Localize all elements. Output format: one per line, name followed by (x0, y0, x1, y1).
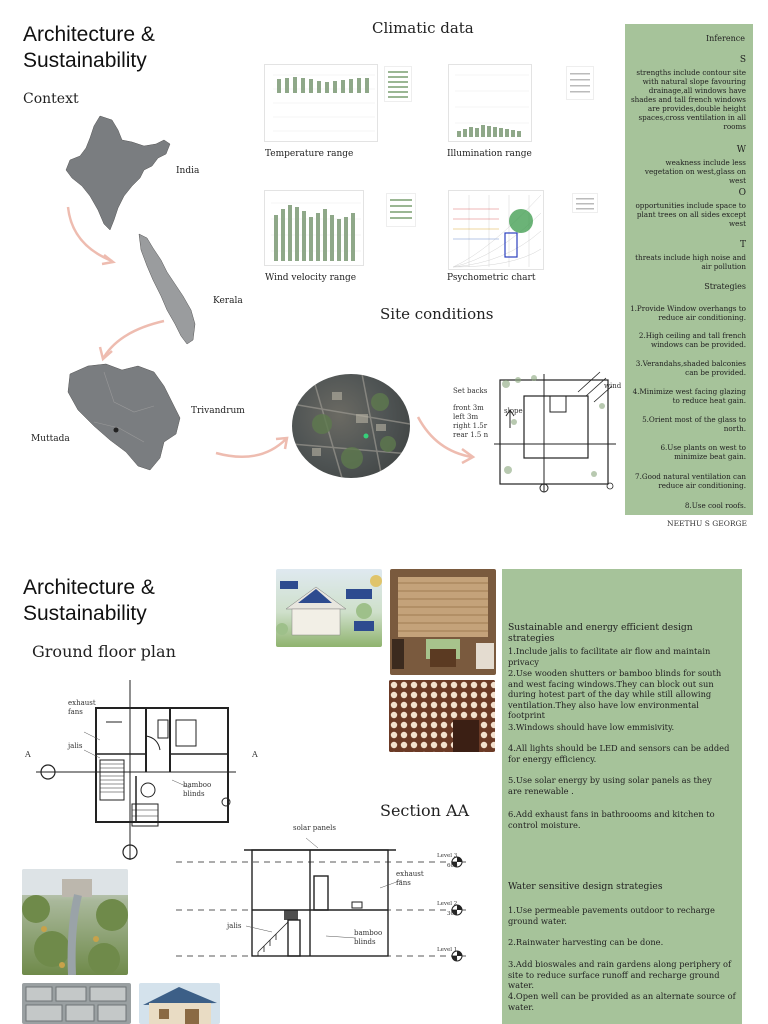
jali-screen-image (389, 680, 495, 752)
ground-floor-plan (36, 680, 236, 860)
water-item-3: 3.Add bioswales and rain gardens along p… (508, 959, 732, 990)
psychrometric-chart (448, 190, 544, 270)
swot-o-letter: O (738, 188, 746, 198)
plan-section-a-right: A (252, 750, 258, 759)
title-line-1: Architecture & (23, 576, 155, 599)
map-label-india: India (176, 166, 200, 176)
sheet1-title: Architecture & Sustainability (23, 22, 155, 74)
plan-label-bamboo: bamboo blinds (183, 781, 212, 798)
psychrometric-caption: Psychometric chart (447, 273, 536, 283)
setbacks-heading: Set backs (453, 387, 488, 395)
illumination-caption: Illumination range (447, 149, 532, 159)
swot-t-letter: T (739, 240, 746, 250)
site-heading: Site conditions (380, 305, 494, 323)
energy-item-4: 4.All lights should be LED and sensors c… (508, 743, 730, 764)
wind-caption: Wind velocity range (265, 273, 357, 283)
climatic-heading: Climatic data (372, 19, 474, 37)
title-line-1: Architecture & (23, 23, 155, 46)
map-label-muttada: Muttada (31, 434, 70, 444)
setback-left: left 3m (453, 413, 479, 421)
strategy-2: 2.High ceiling and tall french windows c… (638, 331, 746, 349)
level-3-label: Level 3 (437, 853, 458, 859)
context-arrows (66, 206, 476, 465)
inference-heading: Inference (706, 34, 745, 43)
inference-panel (625, 24, 753, 515)
strategy-4: 4.Minimize west facing glazing to reduce… (632, 387, 746, 405)
solar-house-image (276, 569, 382, 647)
section-label-jalis: jalis (227, 922, 242, 930)
title-line-2: Sustainability (23, 49, 147, 72)
swot-w-text: weakness include less vegetation on west… (644, 158, 746, 185)
site-satellite-image (292, 374, 410, 478)
water-item-2: 2.Rainwater harvesting can be done. (508, 937, 664, 947)
strategies-panel (502, 569, 742, 1024)
strategy-8: 8.Use cool roofs. (684, 501, 746, 510)
author-name: NEETHU S GEORGE (667, 519, 748, 528)
energy-item-3: 3.Windows should have low emmisivity. (508, 722, 675, 732)
water-item-1: 1.Use permeable pavements outdoor to rec… (508, 905, 715, 926)
water-heading: Water sensitive design strategies (508, 881, 663, 892)
india-map (65, 115, 171, 231)
swot-w-letter: W (736, 145, 746, 155)
level-2-label: Level 2 (437, 901, 458, 907)
map-label-kerala: Kerala (213, 296, 243, 306)
context-heading: Context (23, 91, 79, 107)
setback-front: front 3m (453, 404, 484, 412)
rainwater-house-image (139, 983, 220, 1024)
permeable-pavement-image (22, 983, 131, 1024)
kerala-map (138, 233, 196, 345)
temperature-chart (264, 64, 378, 142)
plan-label-jalis: jalis (68, 742, 83, 750)
energy-item-5: 5.Use solar energy by using solar panels… (508, 775, 712, 796)
level-3-value: 600 (447, 863, 458, 869)
swot-s-letter: S (739, 55, 746, 65)
strategy-3: 3.Verandahs,shaded balconies can be prov… (635, 359, 746, 377)
level-2-value: 300 (447, 911, 458, 917)
site-plan-wind-label: wind (604, 382, 622, 390)
swot-s-text: strengths include contour site with natu… (630, 68, 746, 131)
section-label-exhaust: exhaust fans (396, 870, 424, 887)
swot-o-text: opportunities include space to plant tre… (635, 201, 746, 228)
section-label-bamboo: bamboo blinds (354, 929, 383, 946)
bamboo-blinds-image (390, 569, 496, 675)
swot-t-text: threats include high noise and air pollu… (635, 253, 746, 271)
wind-chart (264, 190, 364, 266)
psychrometric-legend (572, 193, 598, 213)
site-plan-drawing (494, 371, 616, 493)
temperature-legend (384, 66, 412, 102)
plan-heading: Ground floor plan (32, 642, 176, 661)
temperature-caption: Temperature range (265, 149, 354, 159)
section-heading: Section AA (380, 801, 470, 820)
section-aa-drawing (176, 837, 466, 962)
sheet2-title: Architecture & Sustainability (23, 575, 155, 627)
strategy-1: 1.Provide Window overhangs to reduce air… (630, 304, 746, 322)
water-item-4: 4.Open well can be provided as an altern… (508, 991, 736, 1012)
strategy-5: 5.Orient most of the glass to north. (642, 415, 746, 433)
wind-legend (386, 193, 416, 227)
level-1-label: Level 1 (437, 947, 458, 953)
map-label-trivandrum: Trivandrum (191, 406, 245, 416)
strategy-7: 7.Good natural ventilation can reduce ai… (635, 472, 746, 490)
setback-rear: rear 1.5 n (453, 431, 489, 439)
level-1-value: 0 (454, 957, 458, 963)
illumination-chart (448, 64, 532, 142)
plan-label-exhaust: exhaust fans (68, 699, 96, 716)
bioswale-image (22, 869, 128, 975)
illumination-legend (566, 66, 594, 100)
energy-item-6: 6.Add exhaust fans in bathroooms and kit… (508, 809, 715, 830)
setbacks-list: front 3m left 3m right 1.5r rear 1.5 n (453, 404, 488, 440)
trivandrum-map (67, 363, 181, 471)
energy-item-1: 1.Include jalis to facilitate air flow a… (508, 646, 711, 667)
setback-right: right 1.5r (453, 422, 488, 430)
energy-heading: Sustainable and energy efficient design … (508, 622, 693, 644)
section-label-solar: solar panels (293, 824, 336, 832)
site-plan-slope-label: slope (504, 407, 523, 415)
strategies-heading: Strategies (704, 282, 746, 291)
title-line-2: Sustainability (23, 602, 147, 625)
plan-section-a-left: A (25, 750, 31, 759)
strategy-6: 6.Use plants on west to minimize beat ga… (660, 443, 746, 461)
energy-item-2: 2.Use wooden shutters or bamboo blinds f… (508, 668, 722, 720)
